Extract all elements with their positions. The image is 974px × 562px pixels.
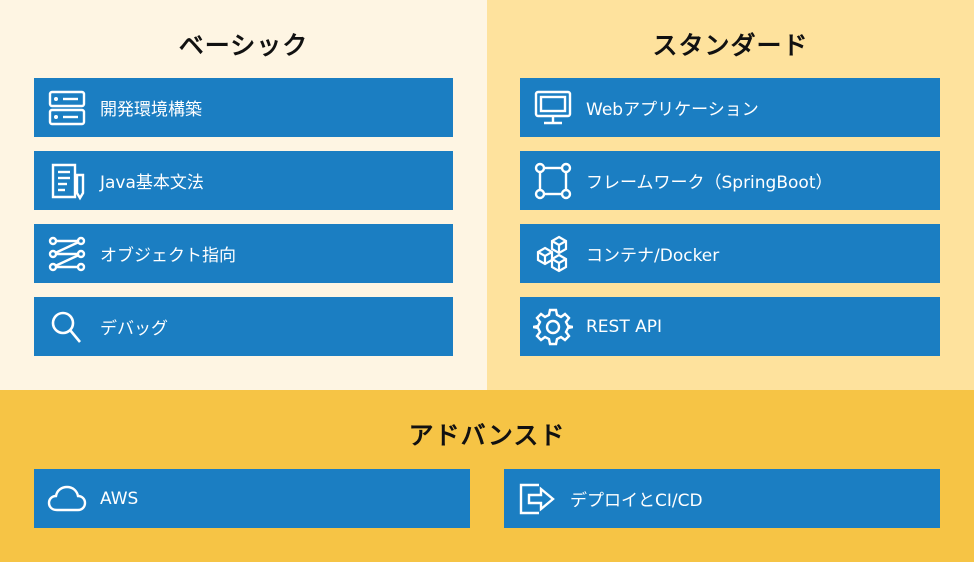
advanced-title: アドバンスド	[408, 421, 566, 450]
card-label: AWS	[100, 488, 139, 509]
card-web-app[interactable]: Webアプリケーション	[520, 78, 940, 137]
card-oop[interactable]: オブジェクト指向	[34, 224, 453, 283]
card-deploy-cicd[interactable]: デプロイとCI/CD	[504, 469, 940, 528]
server-icon	[47, 88, 87, 128]
advanced-panel: アドバンスド AWS デプロイとCI/CD	[0, 390, 974, 562]
card-label: コンテナ/Docker	[586, 246, 720, 266]
standard-panel: スタンダード Webアプリケーション フレームワーク（SpringBoot）	[487, 0, 974, 390]
card-dev-env[interactable]: 開発環境構築	[34, 78, 453, 137]
card-label: デプロイとCI/CD	[570, 491, 703, 511]
standard-title: スタンダード	[652, 31, 809, 60]
monitor-icon	[533, 88, 573, 128]
basic-title: ベーシック	[178, 31, 309, 60]
card-framework[interactable]: フレームワーク（SpringBoot）	[520, 151, 940, 210]
card-docker[interactable]: コンテナ/Docker	[520, 224, 940, 283]
card-java-syntax[interactable]: Java基本文法	[34, 151, 453, 210]
card-label: Webアプリケーション	[586, 100, 759, 120]
card-label: REST API	[586, 316, 663, 337]
magnifier-icon	[47, 307, 87, 347]
card-debug[interactable]: デバッグ	[34, 297, 453, 356]
document-edit-icon	[47, 161, 87, 201]
card-rest-api[interactable]: REST API	[520, 297, 940, 356]
containers-icon	[533, 234, 573, 274]
card-label: 開発環境構築	[100, 100, 202, 120]
card-label: フレームワーク（SpringBoot）	[586, 173, 833, 193]
card-aws[interactable]: AWS	[34, 469, 470, 528]
deploy-arrow-icon	[517, 479, 557, 519]
basic-panel: ベーシック 開発環境構築 Java基本文法	[0, 0, 487, 390]
object-links-icon	[47, 234, 87, 274]
framework-nodes-icon	[533, 161, 573, 201]
cloud-icon	[47, 479, 87, 519]
gear-icon	[533, 307, 573, 347]
card-label: デバッグ	[100, 319, 168, 339]
card-label: Java基本文法	[100, 173, 204, 193]
card-label: オブジェクト指向	[100, 246, 236, 266]
